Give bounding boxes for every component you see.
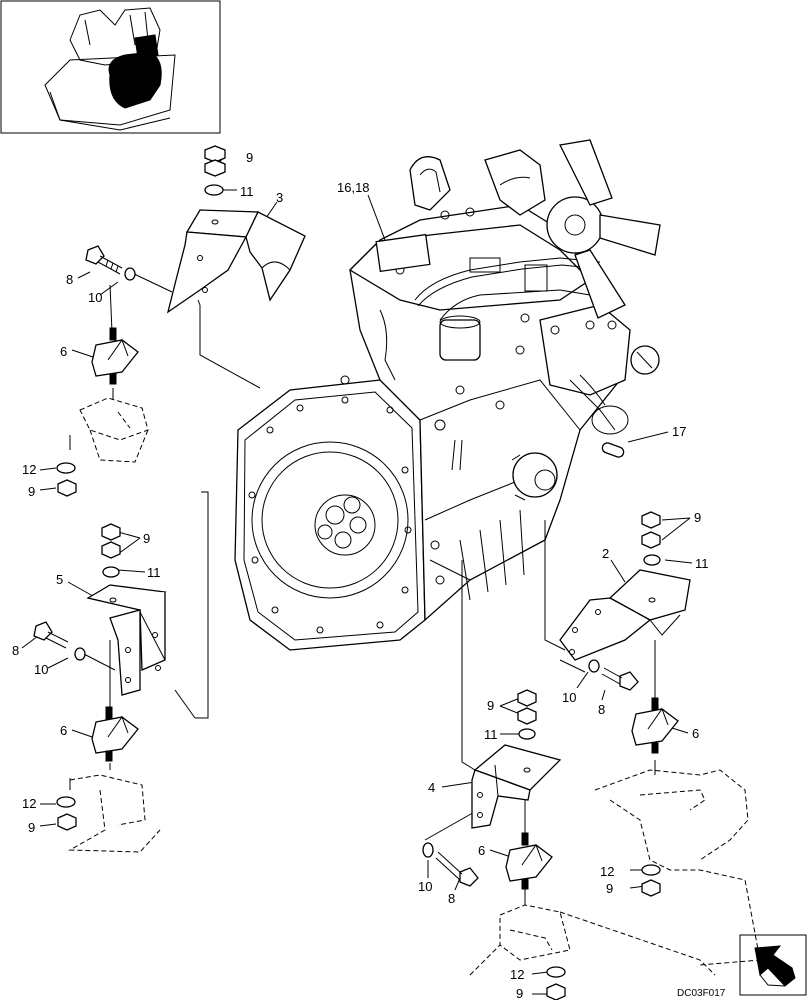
bracket-5	[86, 584, 167, 696]
callout-10: 10	[34, 662, 48, 677]
leader-lines	[21, 153, 693, 995]
drawing-code: DC03F017	[677, 988, 726, 999]
callout-5: 5	[56, 572, 63, 587]
callout-11: 11	[484, 727, 498, 742]
bracket-3	[166, 209, 306, 314]
rubber-mount-6	[91, 327, 139, 385]
callout-12: 12	[22, 462, 36, 477]
callout-11: 11	[240, 184, 254, 199]
washer-10	[124, 267, 136, 281]
mount-group-bottom-center	[422, 689, 716, 1000]
nut-9-lower	[57, 479, 77, 497]
callout-11: 11	[695, 556, 709, 571]
callout-6: 6	[60, 723, 67, 738]
housing-bolts	[248, 396, 412, 634]
callout-9: 9	[28, 484, 35, 499]
callout-10: 10	[418, 879, 432, 894]
callout-8: 8	[12, 643, 19, 658]
mount-group-mid-left	[33, 523, 167, 853]
callout-17: 17	[672, 424, 686, 439]
callout-6: 6	[478, 843, 485, 858]
bolt-8	[85, 245, 123, 275]
callout-8: 8	[598, 702, 605, 717]
callout-10: 10	[88, 290, 102, 305]
flywheel-hub	[317, 496, 367, 549]
rubber-mount-6-b	[91, 706, 139, 762]
bracket-4	[471, 744, 562, 829]
mount-group-upper-left	[56, 145, 306, 497]
callout-6: 6	[60, 344, 67, 359]
machine-thumbnail	[44, 7, 176, 131]
callout-12: 12	[600, 864, 614, 879]
callout-9: 9	[487, 698, 494, 713]
callout-8: 8	[66, 272, 73, 287]
nut-9	[204, 145, 226, 177]
washer-12	[56, 462, 76, 474]
callout-9: 9	[606, 881, 613, 896]
callout-6: 6	[692, 726, 699, 741]
callout-9: 9	[143, 531, 150, 546]
washer-11	[204, 184, 224, 196]
callout-9: 9	[694, 510, 701, 525]
cooling-fan	[546, 139, 661, 319]
engine-assembly	[234, 139, 661, 651]
bracket-2	[559, 569, 691, 661]
callout-8: 8	[448, 891, 455, 906]
callout-11: 11	[147, 565, 161, 580]
callout-2: 2	[602, 546, 609, 561]
callout-4: 4	[428, 780, 435, 795]
view-direction-arrow-icon	[739, 934, 807, 996]
rubber-mount-6-c	[631, 697, 679, 754]
locator-inset	[0, 0, 221, 134]
callout-9: 9	[246, 150, 253, 165]
block-fittings	[340, 207, 617, 585]
callout-16-18: 16,18	[337, 180, 370, 195]
rubber-mount-6-d	[505, 832, 553, 890]
callout-12: 12	[22, 796, 36, 811]
callout-9: 9	[28, 820, 35, 835]
callout-3: 3	[276, 190, 283, 205]
callout-12: 12	[510, 967, 524, 982]
callout-9: 9	[516, 986, 523, 1000]
mount-group-right	[559, 511, 761, 966]
pin-17	[601, 442, 625, 458]
callout-10: 10	[562, 690, 576, 705]
callout-labels: 16,18 17 3 9 11 8 10 6 12 9 9 11 5 8 10 …	[12, 150, 709, 1000]
